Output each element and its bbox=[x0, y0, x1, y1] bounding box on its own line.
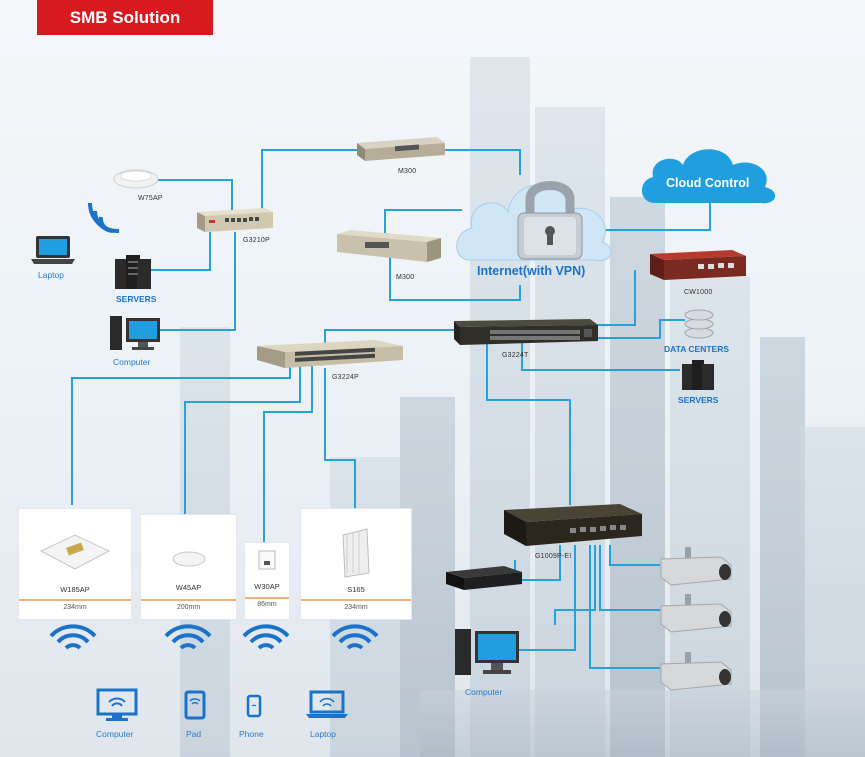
wifi-signal-icon bbox=[241, 622, 291, 652]
client-label: Computer bbox=[96, 729, 133, 739]
ap-w75ap[interactable] bbox=[112, 165, 160, 189]
wifi-signal-icon bbox=[87, 197, 121, 233]
wifi-signal-icon bbox=[48, 622, 98, 652]
ap-panel-w30ap: W30AP 86mm bbox=[244, 542, 290, 620]
computer-icon bbox=[108, 314, 163, 354]
page-title: SMB Solution bbox=[37, 0, 213, 35]
computer-left-label: Computer bbox=[113, 357, 150, 367]
internet-label: Internet(with VPN) bbox=[477, 264, 585, 278]
cw1000-label: CW1000 bbox=[684, 289, 712, 296]
data-centers-label: DATA CENTERS bbox=[664, 344, 729, 354]
ap-w45ap-image bbox=[171, 549, 207, 569]
computer-right-icon bbox=[453, 625, 523, 680]
ap-size: 200mm bbox=[141, 604, 236, 611]
ap-name: W30AP bbox=[245, 582, 289, 591]
ap-name: S165 bbox=[301, 585, 411, 594]
ip-camera-2 bbox=[655, 592, 735, 638]
switch-g3210p[interactable] bbox=[195, 206, 275, 236]
client-label: Phone bbox=[239, 729, 264, 739]
m300-top-label: M300 bbox=[398, 168, 416, 175]
client-pad-icon bbox=[184, 690, 206, 720]
cloud-control-label: Cloud Control bbox=[666, 176, 749, 190]
servers-right-label: SERVERS bbox=[678, 395, 718, 405]
ap-name: W45AP bbox=[141, 583, 236, 592]
ap-s165-image bbox=[339, 523, 373, 579]
switch-g3224p[interactable] bbox=[255, 338, 405, 372]
g3224p-label: G3224P bbox=[332, 374, 359, 381]
ap-panel-w185ap: W185AP 234mm bbox=[18, 508, 132, 620]
m300-bottom-label: M300 bbox=[396, 274, 414, 281]
ap-size: 234mm bbox=[19, 604, 131, 611]
ap-size: 234mm bbox=[301, 604, 411, 611]
servers-left-label: SERVERS bbox=[116, 294, 156, 304]
vpn-lock-icon bbox=[510, 175, 590, 265]
laptop-label: Laptop bbox=[38, 270, 64, 280]
ip-camera-3 bbox=[655, 650, 735, 696]
client-laptop-icon bbox=[305, 690, 349, 720]
ap-name: W185AP bbox=[19, 585, 131, 594]
ip-camera-1 bbox=[655, 545, 735, 591]
switch-g3224t[interactable] bbox=[450, 315, 600, 349]
data-centers-icon bbox=[682, 305, 716, 341]
servers-right-icon bbox=[680, 358, 716, 392]
g1009p-label: G1009P-EI bbox=[535, 553, 571, 560]
client-label: Laptop bbox=[310, 729, 336, 739]
client-computer-icon bbox=[96, 688, 138, 722]
ap-panel-w45ap: W45AP 200mm bbox=[140, 514, 237, 620]
router-m300-top[interactable] bbox=[355, 135, 447, 165]
laptop-icon bbox=[30, 234, 78, 266]
router-m300-bottom[interactable] bbox=[335, 228, 445, 270]
g3224t-label: G3224T bbox=[502, 352, 529, 359]
ap-w185ap-image bbox=[37, 529, 113, 575]
nvr-recorder bbox=[444, 562, 524, 592]
controller-cw1000[interactable] bbox=[648, 246, 748, 284]
computer-right-label: Computer bbox=[465, 687, 502, 697]
ap-w30ap-image bbox=[257, 549, 277, 571]
ap-size: 86mm bbox=[245, 601, 289, 608]
client-label: Pad bbox=[186, 729, 201, 739]
g3210p-label: G3210P bbox=[243, 237, 270, 244]
switch-g1009p[interactable] bbox=[500, 500, 645, 550]
cloud-control-icon bbox=[635, 135, 785, 210]
client-phone-icon bbox=[246, 694, 262, 718]
servers-icon bbox=[113, 253, 153, 291]
w75ap-label: W75AP bbox=[138, 195, 163, 202]
ap-panel-s165: S165 234mm bbox=[300, 508, 412, 620]
wifi-signal-icon bbox=[330, 622, 380, 652]
wifi-signal-icon bbox=[163, 622, 213, 652]
